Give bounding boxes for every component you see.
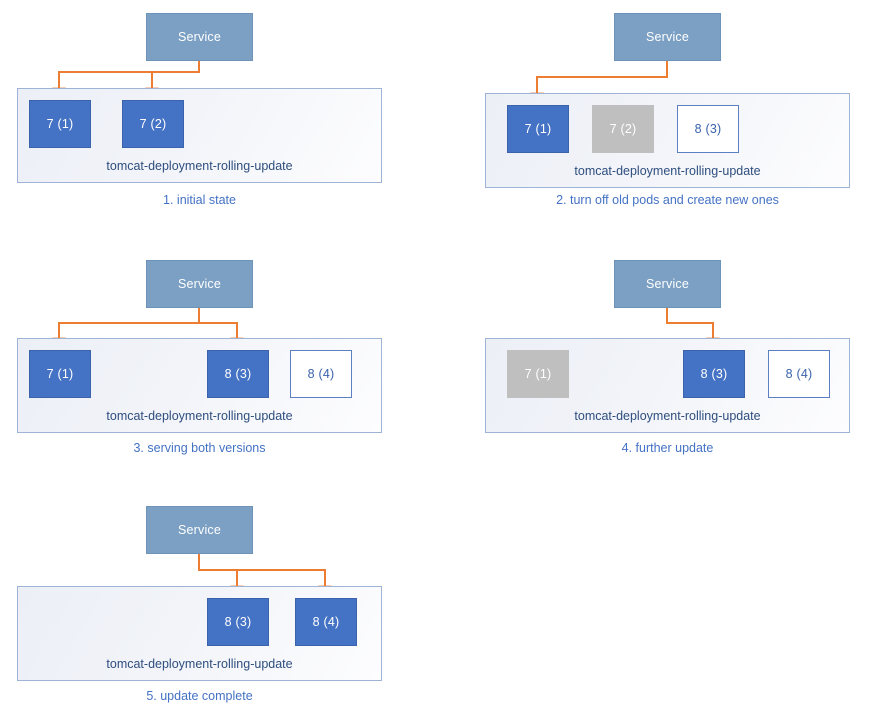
pod-label: 7 (1) [524, 367, 552, 381]
deployment-container-step-1: 7 (1) 7 (2) tomcat-deployment-rolling-up… [17, 88, 382, 183]
caption-step-5: 5. update complete [146, 689, 253, 703]
pod-label: 7 (1) [524, 122, 552, 136]
caption-step-4: 4. further update [621, 441, 714, 455]
pod-label: 7 (1) [46, 117, 74, 131]
pod-label: 8 (3) [700, 367, 728, 381]
pod-label: 8 (3) [694, 122, 722, 136]
pod-label: 8 (4) [312, 615, 340, 629]
service-box-step-2[interactable]: Service [614, 13, 721, 61]
pod-step-4-0[interactable]: 7 (1) [507, 350, 569, 398]
pod-step-1-1[interactable]: 7 (2) [122, 100, 184, 148]
pod-label: 7 (1) [46, 367, 74, 381]
deployment-container-step-5: 8 (3) 8 (4) tomcat-deployment-rolling-up… [17, 586, 382, 681]
pod-label: 7 (2) [609, 122, 637, 136]
service-label: Service [177, 523, 222, 537]
caption-step-3: 3. serving both versions [133, 441, 266, 455]
service-box-step-3[interactable]: Service [146, 260, 253, 308]
pod-step-4-1[interactable]: 8 (3) [683, 350, 745, 398]
pod-step-5-0[interactable]: 8 (3) [207, 598, 269, 646]
service-box-step-5[interactable]: Service [146, 506, 253, 554]
pod-step-3-1[interactable]: 8 (3) [207, 350, 269, 398]
pod-label: 8 (4) [307, 367, 335, 381]
service-label: Service [645, 30, 690, 44]
caption-step-1: 1. initial state [163, 193, 236, 207]
deployment-name-step-3: tomcat-deployment-rolling-update [106, 409, 293, 423]
service-box-step-4[interactable]: Service [614, 260, 721, 308]
service-label: Service [177, 277, 222, 291]
service-box-step-1[interactable]: Service [146, 13, 253, 61]
deployment-name-step-4: tomcat-deployment-rolling-update [574, 409, 761, 423]
service-label: Service [177, 30, 222, 44]
deployment-container-step-3: 7 (1) 8 (3) 8 (4) tomcat-deployment-roll… [17, 338, 382, 433]
deployment-name-step-1: tomcat-deployment-rolling-update [106, 159, 293, 173]
pod-label: 8 (4) [785, 367, 813, 381]
deployment-name-step-5: tomcat-deployment-rolling-update [106, 657, 293, 671]
deployment-name-step-2: tomcat-deployment-rolling-update [574, 164, 761, 178]
pod-step-2-2[interactable]: 8 (3) [677, 105, 739, 153]
pod-step-5-1[interactable]: 8 (4) [295, 598, 357, 646]
pod-step-3-0[interactable]: 7 (1) [29, 350, 91, 398]
pod-label: 8 (3) [224, 615, 252, 629]
deployment-container-step-4: 7 (1) 8 (3) 8 (4) tomcat-deployment-roll… [485, 338, 850, 433]
caption-step-2: 2. turn off old pods and create new ones [556, 193, 779, 207]
deployment-container-step-2: 7 (1) 7 (2) 8 (3) tomcat-deployment-roll… [485, 93, 850, 188]
pod-step-2-1[interactable]: 7 (2) [592, 105, 654, 153]
pod-step-2-0[interactable]: 7 (1) [507, 105, 569, 153]
pod-step-4-2[interactable]: 8 (4) [768, 350, 830, 398]
service-label: Service [645, 277, 690, 291]
pod-step-3-2[interactable]: 8 (4) [290, 350, 352, 398]
pod-step-1-0[interactable]: 7 (1) [29, 100, 91, 148]
pod-label: 7 (2) [139, 117, 167, 131]
pod-label: 8 (3) [224, 367, 252, 381]
